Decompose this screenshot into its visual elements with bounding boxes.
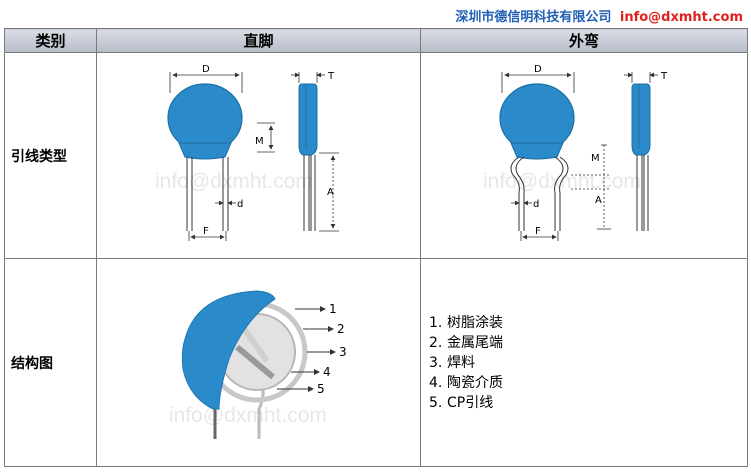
watermark: info@dxmht.com [155, 170, 313, 193]
callout-5: 5 [317, 382, 325, 396]
header-row: 类别 直脚 外弯 [4, 28, 748, 53]
dim-m-label: M [255, 136, 264, 147]
parts-list: 1.树脂涂装 2.金属尾端 3.焊料 4.陶瓷介质 5.CP引线 [423, 313, 747, 413]
list-item: 4.陶瓷介质 [429, 374, 503, 391]
callout-3: 3 [339, 345, 347, 359]
dim-t-label: T [660, 71, 668, 82]
dim-a-label: A [595, 195, 602, 206]
parts-list-cell: 1.树脂涂装 2.金属尾端 3.焊料 4.陶瓷介质 5.CP引线 [420, 258, 748, 467]
bent-lead-drawing: info@dxmht.com D d [483, 64, 668, 241]
header-bent: 外弯 [420, 28, 748, 53]
spec-table: 类别 直脚 外弯 引线类型 info@dxmht.com D [4, 28, 748, 467]
dim-t-label: T [327, 71, 335, 82]
part-label: 焊料 [447, 354, 475, 371]
dim-small-d-label: d [533, 199, 539, 210]
bent-lead-figure: info@dxmht.com D d [420, 52, 748, 259]
straight-lead-figure: info@dxmht.com D d [96, 52, 421, 259]
structure-label: 结构图 [4, 258, 97, 467]
list-item: 2.金属尾端 [429, 334, 503, 351]
dim-f-label: F [203, 226, 209, 237]
callout-1: 1 [329, 302, 337, 316]
dim-d-label: D [202, 64, 210, 75]
list-item: 5.CP引线 [429, 394, 494, 411]
dim-f-label: F [535, 226, 541, 237]
watermark: info@dxmht.com [169, 404, 327, 427]
header-straight: 直脚 [96, 28, 421, 53]
dim-d-label: D [534, 64, 542, 75]
watermark: info@dxmht.com [483, 170, 641, 193]
part-label: 陶瓷介质 [447, 374, 503, 391]
list-item: 1.树脂涂装 [429, 314, 503, 331]
lead-type-label: 引线类型 [4, 52, 97, 259]
straight-lead-drawing: info@dxmht.com D d [155, 64, 339, 241]
company-name: 深圳市德信明科技有限公司 [455, 10, 612, 25]
list-item: 3.焊料 [429, 354, 475, 371]
part-label: 树脂涂装 [447, 314, 503, 331]
company-email: info@dxmht.com [619, 10, 743, 25]
dim-a-label: A [327, 187, 334, 198]
header-category: 类别 [4, 28, 97, 53]
lead-type-row: 引线类型 info@dxmht.com D [4, 52, 748, 259]
callout-4: 4 [323, 365, 331, 379]
callout-2: 2 [337, 322, 345, 336]
dim-small-d-label: d [237, 199, 243, 210]
structure-row: 结构图 info@dxmht.com [4, 258, 748, 467]
structure-drawing: info@dxmht.com 1 2 3 4 [169, 290, 347, 439]
dim-m-label: M [591, 153, 600, 164]
structure-figure: info@dxmht.com 1 2 3 4 [96, 258, 421, 467]
part-label: 金属尾端 [447, 334, 503, 351]
part-label: CP引线 [447, 394, 494, 411]
company-banner: 深圳市德信明科技有限公司 info@dxmht.com [455, 6, 743, 25]
